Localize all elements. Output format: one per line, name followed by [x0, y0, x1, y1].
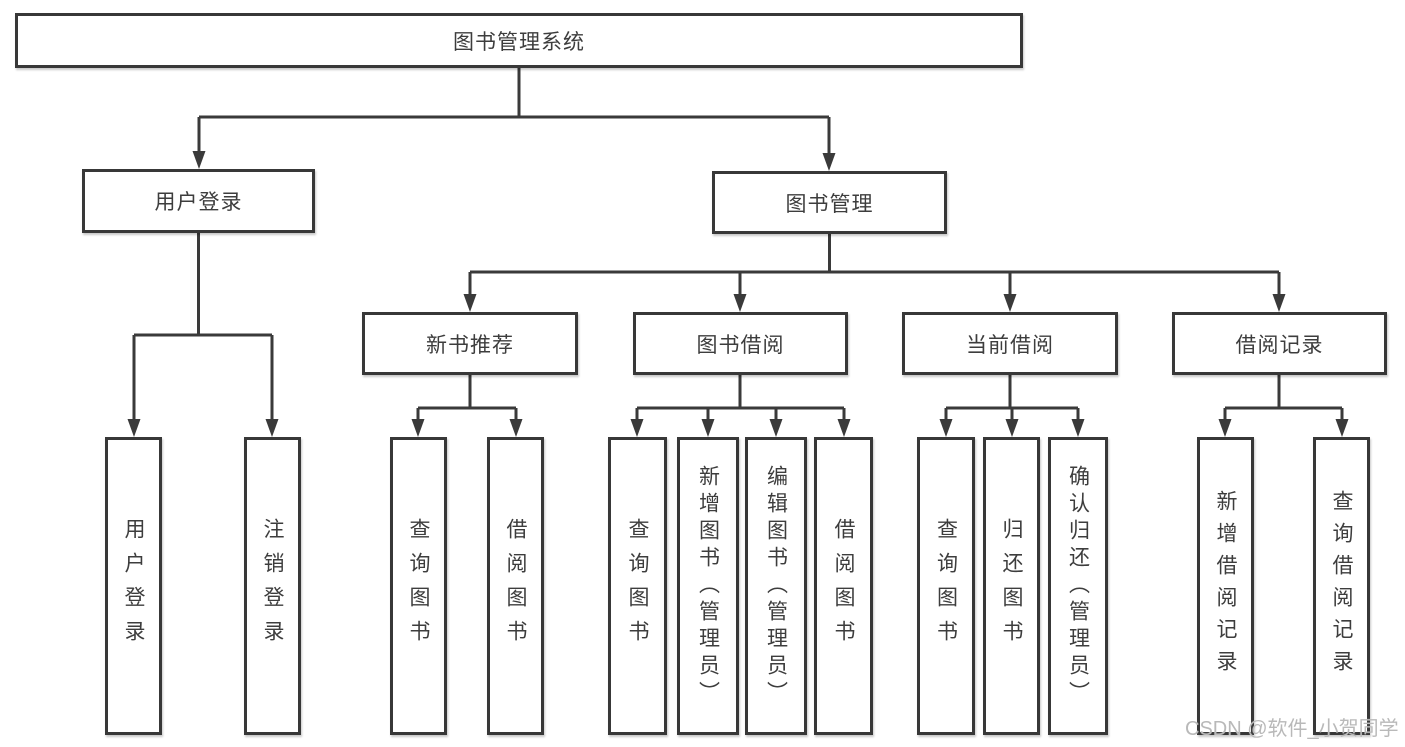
leaf-edit-books-admin: 编辑图书（管理员） — [745, 437, 807, 735]
leaf-confirm-return-admin: 确认归还（管理员） — [1048, 437, 1108, 735]
root-node-library-system: 图书管理系统 — [15, 13, 1023, 68]
group-book-borrowing: 图书借阅 — [633, 312, 848, 375]
leaf-borrow-books-recommend: 借阅图书 — [487, 437, 544, 735]
leaf-add-borrow-record: 新增借阅记录 — [1197, 437, 1254, 735]
group-current-borrowing: 当前借阅 — [902, 312, 1118, 375]
branch-user-login: 用户登录 — [82, 169, 315, 233]
group-new-book-recommend: 新书推荐 — [362, 312, 578, 375]
leaf-query-books-recommend: 查询图书 — [390, 437, 447, 735]
leaf-query-borrow-record: 查询借阅记录 — [1313, 437, 1370, 735]
branch-book-management: 图书管理 — [712, 171, 947, 234]
csdn-watermark: CSDN @软件_小贺同学 — [1185, 718, 1399, 740]
leaf-borrow-books-borrowing: 借阅图书 — [814, 437, 873, 735]
leaf-add-books-admin: 新增图书（管理员） — [677, 437, 739, 735]
group-borrowing-records: 借阅记录 — [1172, 312, 1387, 375]
leaf-query-books-borrowing: 查询图书 — [608, 437, 667, 735]
leaf-logout: 注销登录 — [244, 437, 301, 735]
leaf-return-books: 归还图书 — [983, 437, 1040, 735]
leaf-user-login: 用户登录 — [105, 437, 162, 735]
leaf-query-books-current: 查询图书 — [917, 437, 975, 735]
